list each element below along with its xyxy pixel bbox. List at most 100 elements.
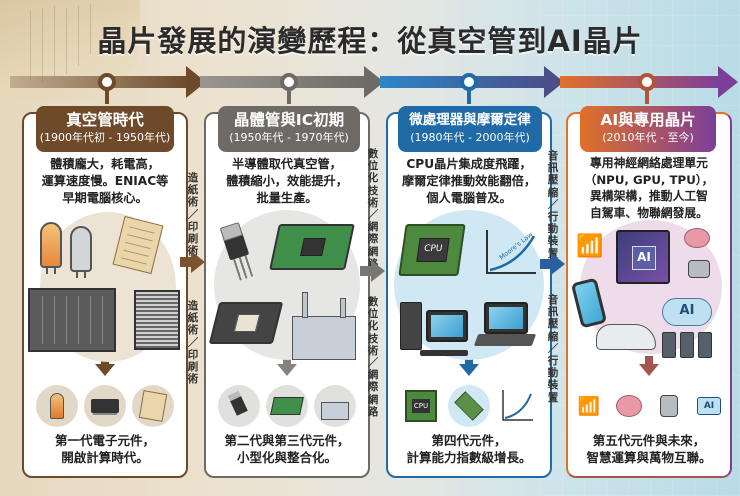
cpu-chip-label: CPU [423, 244, 443, 254]
cpu-chip-icon: CPU [400, 385, 442, 427]
bottom-icons [22, 385, 188, 431]
down-arrow-icon [459, 364, 479, 376]
circuit-board-icon [269, 224, 355, 270]
connector-char: 壓 [547, 174, 559, 187]
processor-icon [448, 385, 490, 427]
era-description: CPU晶片集成度飛躍， 摩爾定律推動效能翻倍， 個人電腦普及。 [386, 156, 552, 207]
down-arrow-stem [645, 356, 653, 366]
era-header: 真空管時代 (1900年代初 - 1950年代) [36, 106, 174, 152]
wifi-icon: 📶 [576, 234, 604, 259]
ic-chip-icon [208, 302, 284, 344]
ai-cloud-icon: AI [662, 298, 712, 326]
summary-line: 第四代元件， [431, 433, 507, 448]
connector-char: 位 [367, 160, 379, 173]
era-description: 體積龐大，耗電高， 運算速度慢。ENIAC等 早期電腦核心。 [22, 156, 188, 207]
robot-icon [688, 260, 710, 278]
connector-char: 網 [367, 393, 379, 406]
era-illustration [204, 206, 370, 366]
era-period: (1950年代 - 1970年代) [229, 131, 349, 144]
connector-char: 動 [547, 223, 559, 236]
brain-icon [610, 385, 648, 427]
vacuum-tube-icon [36, 385, 78, 427]
era-title: AI與專用晶片 [600, 111, 696, 129]
era-description: 專用神經網絡處理單元 （NPU, GPU, TPU）， 異構架構，推動人工智 自… [566, 155, 732, 221]
eniac-computer-icon [28, 288, 116, 352]
computer-rack-icon [134, 290, 180, 350]
connector-char: 數 [367, 148, 379, 160]
connector-char: 印 [187, 220, 199, 233]
summary-line: 智慧運算與萬物互聯。 [586, 450, 712, 465]
connector-char: 置 [547, 391, 559, 404]
connector-char: 音 [547, 294, 559, 306]
connector-char: 縮 [547, 186, 559, 199]
circuit-board-icon [266, 385, 308, 427]
connector-char: ／ [367, 357, 379, 370]
connector-char: ／ [367, 209, 379, 222]
era-header: AI與專用晶片 (2010年代 - 至今) [580, 106, 716, 152]
factory-chimney [302, 292, 308, 318]
ai-chip-label: AI [637, 250, 651, 264]
ai-chip-icon: AI [616, 230, 670, 284]
connector-arrow-icon [191, 251, 205, 273]
connector-char: 數 [367, 296, 379, 308]
down-arrow-stem [283, 356, 291, 366]
era-illustration [22, 206, 188, 366]
factory-icon [314, 385, 356, 427]
timeline-dot [460, 73, 478, 91]
connector-arrow-stem [540, 259, 552, 269]
connector-char: 技 [367, 184, 379, 197]
down-arrow-icon [639, 364, 659, 376]
connector-char: ／ [547, 342, 559, 355]
era-summary: 第四代元件， 計算能力指數級增長。 [386, 432, 552, 466]
connector-label-bottom: 造紙術／印刷術 [182, 300, 204, 385]
timeline-segment-3 [380, 66, 564, 104]
connector-char: 化 [367, 172, 379, 185]
growth-curve [502, 390, 533, 421]
era-summary: 第一代電子元件， 開啟計算時代。 [22, 432, 188, 466]
growth-graph-icon [496, 385, 538, 427]
connector-label-top: 造紙術／印刷術 [182, 172, 204, 257]
connector-char: 刷 [187, 361, 199, 374]
laptop-icon [484, 302, 528, 334]
summary-line: 第一代電子元件， [54, 433, 155, 448]
connector-char: 刷 [187, 233, 199, 246]
connector-char: 網 [367, 245, 379, 258]
connector-char: 行 [547, 211, 559, 224]
connector-char: 動 [547, 367, 559, 380]
era-period: (2010年代 - 至今) [602, 131, 694, 144]
desc-line: 個人電腦普及。 [426, 191, 512, 205]
desc-line: 體積縮小，效能提升， [226, 174, 348, 188]
timeline-dot [280, 73, 298, 91]
connector-label-bottom: 數位化技術／網際網路 [362, 296, 384, 418]
timeline-segment-2 [200, 66, 384, 104]
desc-line: 自駕車、物聯網發展。 [590, 205, 708, 220]
connector-char: 訊 [547, 162, 559, 175]
bottom-icons [204, 385, 370, 431]
connector-char: 訊 [547, 306, 559, 319]
connector-char: 音 [547, 150, 559, 162]
era-title: 晶體管與IC初期 [233, 111, 345, 129]
desc-line: 批量生產。 [256, 191, 318, 205]
desc-line: 專用神經網絡處理單元 [590, 156, 708, 170]
cpu-chip-icon: CPU [398, 224, 466, 276]
factory-icon [292, 316, 356, 360]
connector-char: 裝 [547, 379, 559, 392]
car-icon [596, 324, 656, 350]
era-summary: 第二代與第三代元件， 小型化與整合化。 [204, 432, 370, 466]
dip-chip-icon [84, 385, 126, 427]
ai-cloud-label: AI [679, 303, 695, 318]
connector-char: 際 [367, 381, 379, 394]
desc-line: （NPU, GPU, TPU）， [584, 172, 714, 187]
desc-line: 早期電腦核心。 [62, 191, 148, 205]
connector-char: ／ [187, 208, 199, 221]
summary-line: 開啟計算時代。 [61, 450, 149, 465]
vacuum-tube-icon [40, 222, 62, 274]
desc-line: 摩爾定律推動效能翻倍， [401, 174, 537, 188]
connector-char: 術 [367, 344, 379, 357]
down-arrow-stem [465, 356, 473, 366]
connector-char: 網 [367, 221, 379, 234]
connector-char: 裝 [547, 235, 559, 248]
era-illustration: CPU Moore's Law [386, 206, 552, 366]
summary-line: 第五代元件與未來， [592, 433, 706, 448]
timeline-dot [98, 73, 116, 91]
